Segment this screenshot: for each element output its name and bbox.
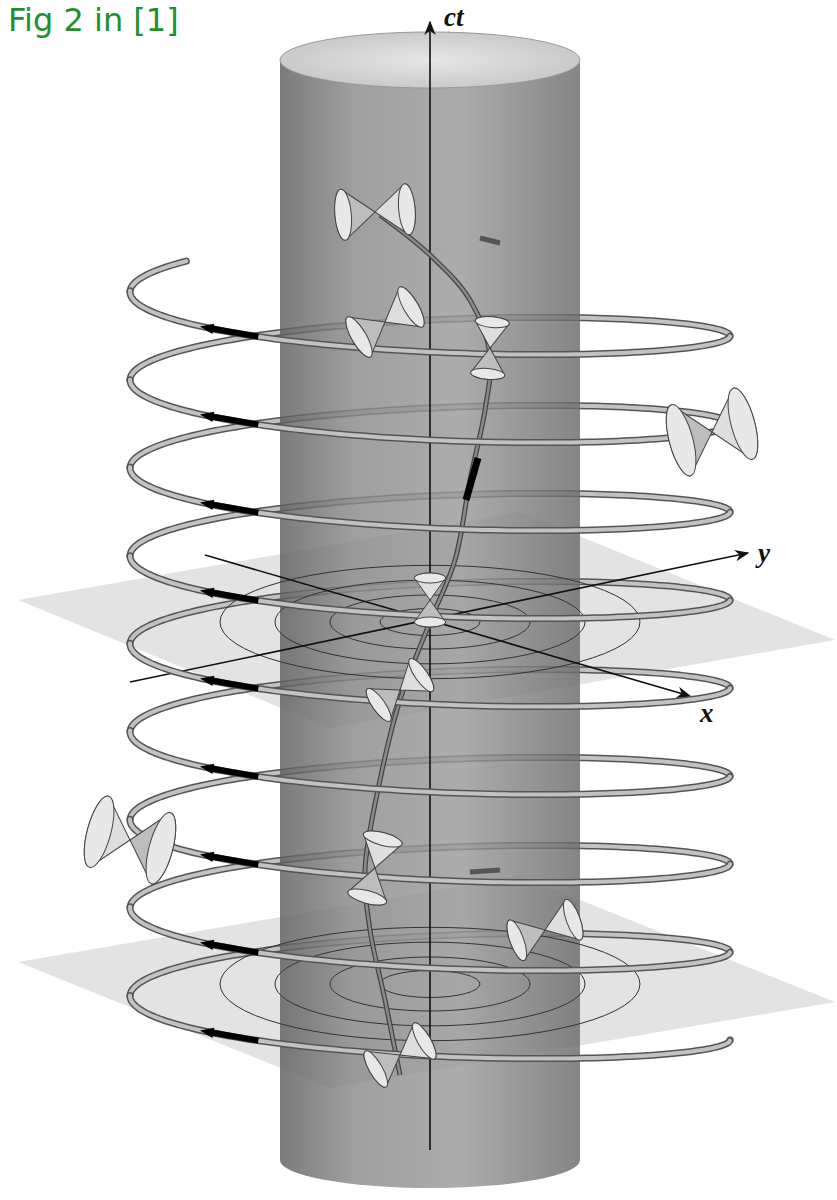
helix-arrowhead: [200, 940, 214, 950]
helix-arrowhead: [200, 500, 214, 510]
cone-half: [120, 804, 181, 886]
cone-half: [414, 600, 445, 627]
helix-arrowhead: [200, 764, 214, 774]
helix-tube-edge: [130, 731, 730, 795]
cone-half: [341, 302, 396, 361]
helix-tube-edge: [130, 907, 730, 971]
cone-rim: [341, 313, 377, 360]
helix-arrow: [209, 944, 259, 953]
cone-half: [390, 1020, 441, 1073]
helix-arrow: [209, 768, 259, 777]
cone-rim: [360, 1048, 392, 1090]
helix-arrowhead: [200, 852, 214, 862]
helix-arrowhead: [200, 324, 214, 334]
light-cone: [78, 793, 182, 887]
light-cone: [362, 655, 438, 724]
helix-tube-edge: [130, 643, 730, 706]
cone-rim: [470, 367, 505, 381]
light-cone: [360, 1020, 441, 1090]
cone-half: [333, 186, 378, 241]
cone-rim: [722, 385, 764, 462]
light-cone: [503, 897, 587, 963]
cone-rim: [362, 828, 404, 851]
helix-tube: [130, 291, 730, 355]
cone-rim: [333, 189, 354, 241]
cone-half: [503, 910, 552, 963]
cone-half: [346, 863, 394, 909]
light-cone: [341, 283, 429, 360]
cone-half: [660, 396, 721, 478]
cone-rim: [414, 573, 445, 583]
coordinate-axes: [130, 22, 748, 1150]
y-axis: [130, 553, 748, 682]
helix-tube: [130, 819, 730, 882]
cone-rim: [346, 886, 388, 909]
helix-tube-edge: [130, 819, 730, 882]
worldline-edge: [365, 215, 491, 1075]
helix-tube-edge: [130, 291, 730, 355]
helix-arrow: [209, 504, 259, 513]
helix-arrow: [209, 1032, 259, 1041]
light-cone: [333, 183, 418, 241]
helix-arrowhead: [200, 588, 214, 598]
helix-tube: [130, 261, 186, 291]
helix-arrow: [209, 416, 259, 425]
light-cones: [78, 183, 764, 1090]
cone-rim: [503, 918, 531, 963]
cone-rim: [475, 315, 510, 329]
cone-rim: [405, 655, 438, 695]
cone-rim: [393, 283, 429, 330]
helix-arrow: [209, 592, 259, 601]
helix-tube: [130, 643, 730, 706]
cone-rim: [362, 685, 395, 725]
helix-arrow: [209, 328, 259, 337]
cone-rim: [660, 402, 702, 479]
axis-label: y: [758, 540, 770, 567]
cone-half: [78, 793, 139, 875]
helix-arrowhead: [200, 412, 214, 422]
helix-arrowhead: [200, 676, 214, 686]
light-cone: [660, 385, 764, 479]
helix-tube-edge: [130, 380, 730, 443]
worldline-arrow: [480, 238, 500, 243]
light-cone: [346, 828, 403, 909]
helix-arrowhead: [200, 1028, 214, 1038]
cone-rim: [559, 897, 587, 942]
helix-tube: [130, 380, 730, 443]
axis-label: ct: [444, 4, 464, 31]
cone-half: [702, 385, 763, 467]
worldline-arrow: [466, 458, 478, 500]
cone-half: [538, 897, 587, 950]
worldline-core: [365, 215, 491, 1075]
worldline-arrow: [470, 870, 500, 872]
cone-half: [360, 1037, 411, 1090]
cone-half: [470, 347, 507, 381]
helix-front: [130, 291, 730, 1059]
helix-arrow: [209, 680, 259, 689]
light-cone: [414, 573, 445, 627]
cone-rim: [78, 793, 120, 870]
cone-rim: [140, 810, 182, 887]
cone-half: [373, 183, 418, 238]
cone-half: [473, 315, 510, 349]
figure-note: Fig 2 in [1]: [8, 4, 179, 36]
helix-tube-edge: [130, 261, 186, 291]
cone-half: [362, 674, 411, 725]
helix-tube: [130, 467, 730, 531]
helix-tube: [130, 907, 730, 971]
cone-rim: [414, 617, 445, 627]
cone-rim: [408, 1020, 440, 1062]
helix-arrow: [209, 856, 259, 865]
light-cone: [470, 315, 510, 381]
helix-tube-edge: [130, 467, 730, 531]
cone-half: [374, 283, 429, 342]
helix-tube: [130, 731, 730, 795]
cone-half: [356, 828, 404, 874]
cone-half: [414, 573, 445, 600]
cone-rim: [396, 183, 417, 235]
axis-label: x: [700, 700, 714, 727]
worldline: [365, 215, 500, 1075]
